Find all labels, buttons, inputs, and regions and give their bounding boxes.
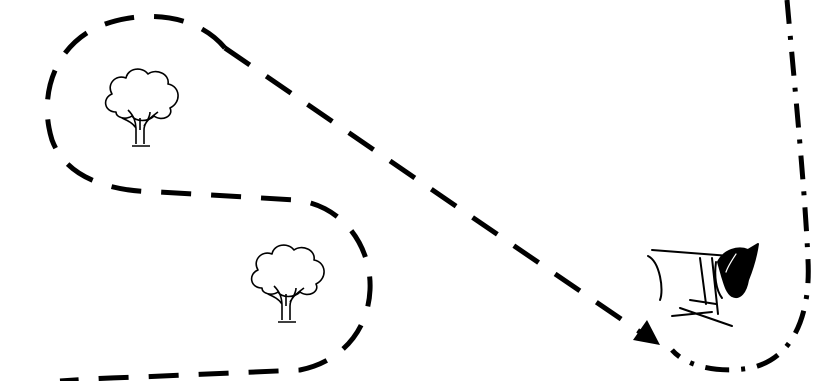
horse-jumping-over-fence-icon: [648, 244, 758, 326]
tree-icon: [252, 245, 324, 322]
dashed-route-upper-loop: [47, 16, 370, 381]
dashed-route-diagonal: [225, 48, 640, 332]
tree-icon: [106, 69, 178, 146]
